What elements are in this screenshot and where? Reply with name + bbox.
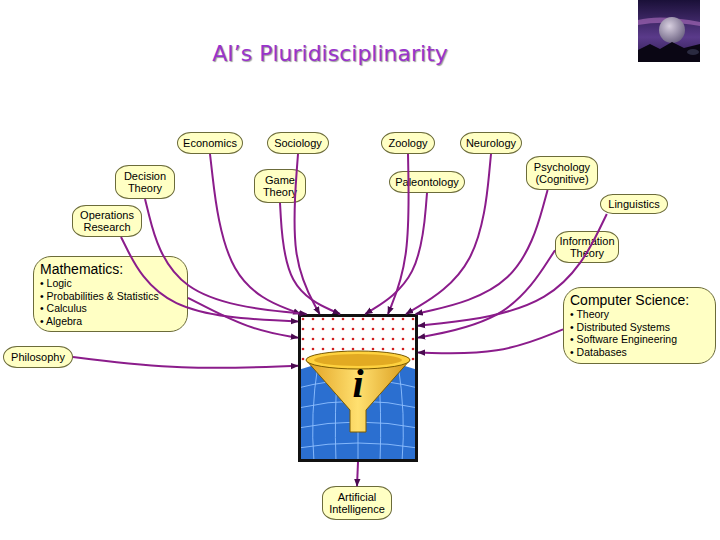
connector-line bbox=[418, 329, 563, 353]
discipline-box: Game Theory bbox=[254, 169, 306, 203]
connector-line bbox=[357, 462, 358, 486]
discipline-box: Information Theory bbox=[555, 231, 619, 263]
node-label: Paleontology bbox=[395, 176, 459, 188]
icon-letter: i bbox=[298, 364, 418, 404]
discipline-box: Psychology (Cognitive) bbox=[526, 156, 598, 190]
discipline-box: Paleontology bbox=[389, 171, 465, 193]
connector-line bbox=[188, 298, 298, 338]
node-label: Sociology bbox=[274, 137, 322, 149]
list-heading: Computer Science: bbox=[570, 292, 689, 308]
connector-line bbox=[365, 193, 427, 314]
list-item: • Databases bbox=[570, 346, 627, 359]
list-item: • Probabilities & Statistics bbox=[40, 290, 159, 303]
list-item: • Logic bbox=[40, 277, 72, 290]
result-box: Artificial Intelligence bbox=[322, 486, 392, 520]
node-label: Neurology bbox=[466, 137, 516, 149]
discipline-box: Economics bbox=[177, 132, 243, 154]
discipline-list-box: Mathematics:• Logic• Probabilities & Sta… bbox=[33, 256, 188, 332]
discipline-box: Philosophy bbox=[3, 346, 73, 368]
node-label: Artificial Intelligence bbox=[325, 491, 389, 515]
corner-picture bbox=[638, 0, 700, 62]
discipline-box: Linguistics bbox=[600, 194, 668, 214]
diagram-title: AI’s Pluridisciplinarity bbox=[100, 40, 560, 68]
discipline-list-box: Computer Science:• Theory• Distributed S… bbox=[563, 287, 716, 364]
list-heading: Mathematics: bbox=[40, 261, 123, 277]
discipline-box: Neurology bbox=[460, 132, 522, 154]
list-item: • Theory bbox=[570, 308, 609, 321]
discipline-box: Zoology bbox=[381, 132, 435, 154]
connector-line bbox=[73, 357, 298, 368]
connector-line bbox=[416, 190, 548, 314]
list-item: • Software Engineering bbox=[570, 333, 677, 346]
connector-line bbox=[280, 203, 340, 314]
discipline-box: Operations Research bbox=[72, 205, 142, 237]
list-item: • Distributed Systems bbox=[570, 321, 670, 334]
node-label: Linguistics bbox=[608, 198, 659, 210]
list-item: • Calculus bbox=[40, 302, 87, 315]
node-label: Philosophy bbox=[11, 351, 65, 363]
node-label: Zoology bbox=[388, 137, 427, 149]
connector-line bbox=[418, 250, 555, 337]
funnel-graphic bbox=[298, 314, 418, 462]
discipline-box: Decision Theory bbox=[115, 165, 175, 199]
discipline-box: Sociology bbox=[267, 132, 329, 154]
list-item: • Algebra bbox=[40, 315, 82, 328]
node-label: Information Theory bbox=[558, 235, 616, 259]
node-label: Psychology (Cognitive) bbox=[529, 161, 595, 185]
node-label: Economics bbox=[183, 137, 237, 149]
funnel-icon: i bbox=[298, 314, 418, 462]
node-label: Decision Theory bbox=[118, 170, 172, 194]
node-label: Game Theory bbox=[257, 174, 303, 198]
node-label: Operations Research bbox=[75, 209, 139, 233]
